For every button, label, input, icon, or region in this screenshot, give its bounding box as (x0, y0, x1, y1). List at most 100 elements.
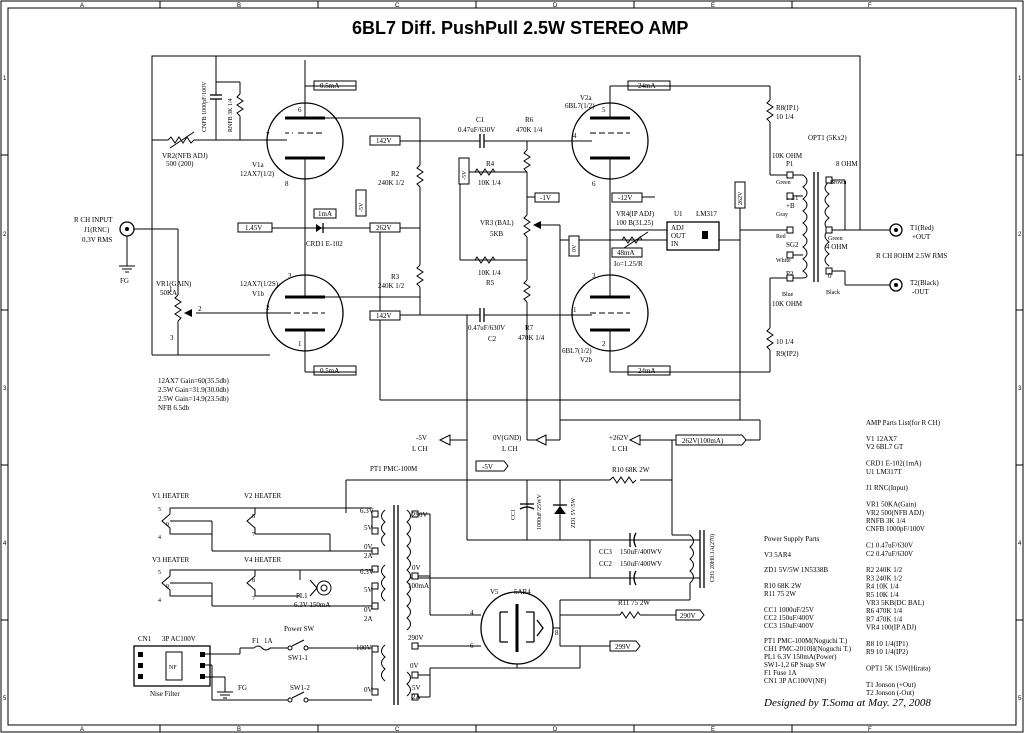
sw1-2-switch[interactable] (291, 691, 305, 699)
v5-type: 5AR4 (514, 588, 531, 596)
nf-label: NF (169, 665, 177, 671)
j1-label-2: J1(RNC) (84, 226, 110, 234)
crd1-current: 1mA (318, 210, 332, 218)
r2-resistor (416, 164, 424, 188)
brown-label: Brown (830, 180, 846, 186)
r7-value: 470K 1/4 (518, 334, 545, 342)
crd1-diode (316, 224, 322, 232)
amp-part-line: R6 470K 1/4 (866, 607, 903, 615)
row-label-2-right: 2 (1018, 232, 1022, 238)
pt-0v-b: 0V (364, 606, 373, 614)
nfb-loop-wire (151, 55, 861, 320)
lch-label: L CH (412, 445, 428, 453)
sw1-label: SW1-1 (288, 654, 308, 662)
vr3-value: 5KB (490, 230, 504, 238)
p2-impedance: 10K OHM (772, 300, 803, 308)
vr1-value: 50KA (160, 289, 177, 297)
t1-label: T1(Red) (910, 224, 934, 232)
sw1-1-switch[interactable] (291, 639, 305, 647)
r7-resistor (523, 279, 531, 303)
v2a-type: 6BL7(1/2) (565, 102, 595, 110)
power-part-4: R11 75 2W (764, 590, 796, 598)
gain-note-2: 2.5W Gain=31.9(30.0db) (158, 386, 229, 394)
v1a-type: 12AX7(1/2) (240, 170, 275, 178)
vr3-pot (523, 214, 531, 238)
bplus-label: +B (786, 202, 795, 210)
svg-text:8: 8 (555, 629, 559, 637)
svg-text:4: 4 (158, 535, 161, 541)
power-part-1: V3 5AR4 (764, 551, 792, 559)
r2-label: R2 (391, 170, 400, 178)
c2-label: C2 (488, 335, 497, 343)
t2-label: T2(Black) (910, 279, 939, 287)
svg-text:9: 9 (166, 584, 169, 590)
row-label-2: 2 (3, 232, 7, 238)
r3-label: R3 (391, 273, 400, 281)
v142a-label: 142V (376, 137, 392, 145)
svg-text:8: 8 (285, 180, 289, 188)
row-label-3: 3 (3, 386, 7, 392)
pt-0v-c: 0V (412, 564, 421, 572)
v142b-label: 142V (376, 312, 392, 320)
fg2-label: FG (238, 684, 247, 692)
amp-part-line: CRD1 E-102(1mA) (866, 460, 922, 468)
vr1-label: VR1(GAIN) (156, 280, 192, 288)
v1a-name: V1a (252, 161, 265, 169)
pt-0v-e: 0V (364, 686, 373, 694)
svg-text:3: 3 (592, 272, 596, 280)
r9-value: 10 1/4 (776, 338, 794, 346)
vr3-label: VR3 (BAL) (480, 219, 514, 227)
h2-heater (246, 508, 256, 534)
row-label-3-right: 3 (1018, 386, 1022, 392)
pt-0v-a: 0V (364, 543, 373, 551)
row-label-1-right: 1 (1018, 76, 1022, 82)
v262a-label: 262V (376, 224, 392, 232)
filter-label: Nise Filter (150, 690, 180, 698)
pt-290v-a: 290V (412, 511, 428, 519)
vr2-value: 500 (200) (166, 160, 194, 168)
svg-text:5: 5 (158, 507, 161, 513)
f1-fuse (253, 645, 271, 651)
v5-name: V5 (490, 588, 499, 596)
cn1-value: 3P AC100V (162, 635, 196, 643)
t2-out: -OUT (912, 288, 929, 296)
svg-text:2: 2 (266, 304, 270, 312)
amp-part-line: R9 10 1/4(IP2) (866, 648, 909, 656)
pl1-label: PL1 (296, 592, 308, 600)
amp-part-line: R7 470K 1/4 (866, 615, 903, 623)
opt1-label: OPT1 (5Kx2) (808, 134, 847, 142)
svg-text:3: 3 (170, 334, 174, 342)
row-label-1: 1 (3, 76, 7, 82)
zd1-label: ZD1 5V/5W (571, 498, 577, 528)
cn1-block (133, 645, 211, 687)
svg-text:1: 1 (298, 340, 302, 348)
p1-color: Green (776, 180, 791, 186)
col-label-a-bottom: A (80, 727, 84, 733)
power-part-12: F1 Fuse 1A (764, 669, 797, 677)
rout-label: R CH 8OHM 2.5W RMS (876, 252, 947, 260)
t2-terminal (889, 278, 903, 292)
svg-text:7: 7 (252, 596, 255, 602)
gain-note-3: 2.5W Gain=14.9(23.5db) (158, 395, 229, 403)
power-part-11: SW1-1,2 6P Snap SW (764, 661, 826, 669)
h1-label: V1 HEATER (152, 492, 189, 500)
v2b-current: 24mA (638, 367, 656, 375)
pl1-lamp (316, 580, 332, 596)
svg-text:5: 5 (158, 570, 161, 576)
pt-2a-b: 2A (364, 615, 373, 623)
pl1-value: 6.3V 150mA (294, 601, 330, 609)
r6-value: 470K 1/4 (516, 126, 543, 134)
crd1-label: CRD1 E-102 (306, 240, 343, 248)
u1-type: LM317 (696, 210, 718, 218)
v2b-type: 6BL7(1/2) (562, 347, 592, 355)
lch-262-label: +262V (609, 434, 629, 442)
svg-text:1: 1 (169, 286, 173, 294)
cc2-capacitor (633, 570, 637, 586)
r5-resistor (474, 256, 496, 264)
power-part-8: PT1 PMC-100M(Noguchi T.) (764, 637, 848, 645)
power-part-2: ZD1 5V/5W 1N5338B (764, 566, 828, 574)
row-label-5-right: 5 (1018, 696, 1022, 702)
amp-part-line: R4 10K 1/4 (866, 583, 899, 591)
p2-label: P2 (786, 270, 794, 278)
